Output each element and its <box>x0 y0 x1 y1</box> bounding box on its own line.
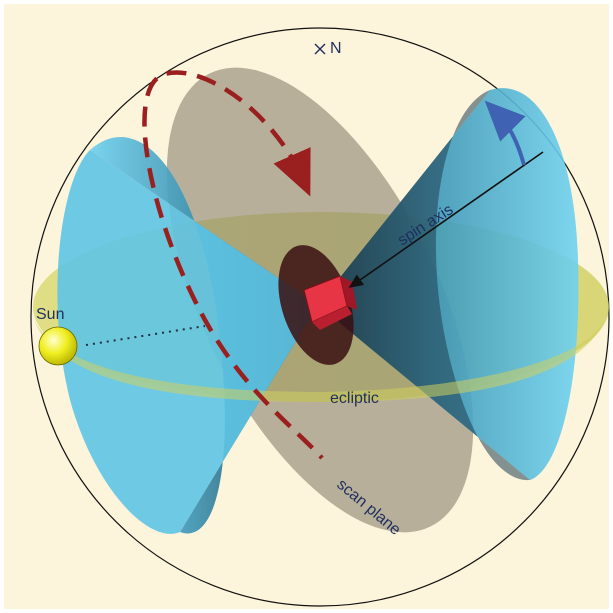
cross-icon <box>314 43 326 55</box>
sun-icon <box>38 326 78 366</box>
spin-direction-arrow <box>484 100 526 166</box>
north-label: N <box>330 40 342 57</box>
ecliptic-label: ecliptic <box>330 390 379 407</box>
scan-path <box>142 70 324 460</box>
cone-right-shadow <box>318 90 530 481</box>
cone-left-outer <box>57 150 319 534</box>
scan-path-arrow <box>273 147 311 197</box>
spacecraft-icon <box>303 275 357 330</box>
spin-axis-arrow <box>348 151 544 288</box>
sun-label: Sun <box>36 306 64 323</box>
celestial-sphere <box>30 27 610 607</box>
